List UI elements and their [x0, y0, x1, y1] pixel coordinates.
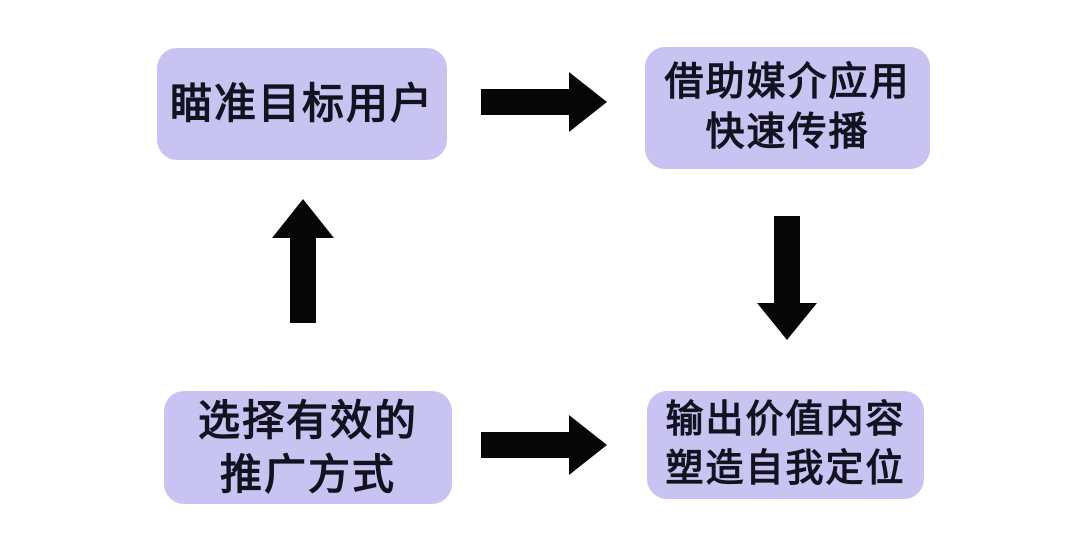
- node-promotion-method-label-line1: 选择有效的: [197, 396, 418, 444]
- node-promotion-method-label-line2: 推广方式: [219, 450, 396, 498]
- node-target-users-label: 瞄准目标用户: [169, 80, 434, 128]
- node-target-users: 瞄准目标用户: [157, 48, 447, 160]
- arrow-up-left-icon: [272, 199, 334, 323]
- node-media-spread-label-line2: 快速传播: [705, 111, 870, 154]
- arrow-right-bottom-icon: [481, 415, 607, 475]
- node-value-content-label-line2: 塑造自我定位: [665, 448, 906, 490]
- arrow-right-top-icon: [481, 72, 607, 132]
- node-value-content-label-line1: 输出价值内容: [665, 399, 906, 442]
- arrow-down-right-icon: [757, 216, 817, 340]
- node-promotion-method: 选择有效的 推广方式: [164, 391, 452, 504]
- node-media-spread: 借助媒介应用 快速传播: [645, 47, 930, 169]
- node-value-content: 输出价值内容 塑造自我定位: [647, 391, 924, 499]
- node-media-spread-label-line1: 借助媒介应用: [664, 61, 911, 105]
